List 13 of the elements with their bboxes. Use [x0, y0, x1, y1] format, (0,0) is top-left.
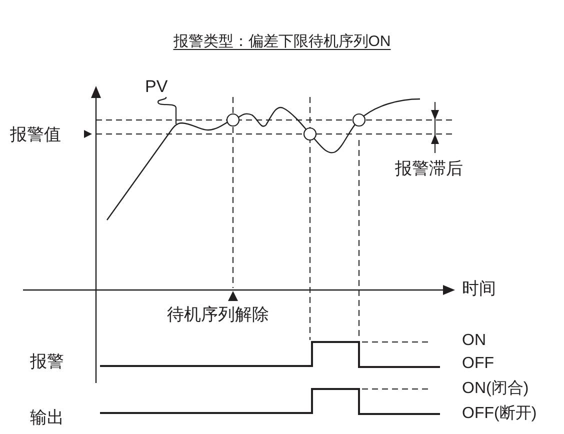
leader-line [157, 96, 177, 124]
chart-title: 报警类型：偏差下限待机序列ON [172, 32, 392, 52]
curve-label: PV [145, 77, 168, 97]
axis-label: 报警 [30, 352, 64, 372]
axis-label: 时间 [462, 279, 496, 299]
axis-label: 报警滞后 [395, 159, 463, 179]
axis-label: ON(闭合) [462, 380, 529, 398]
axis-label: OFF [462, 355, 494, 374]
axis-label: ON [462, 332, 486, 350]
axis-label: OFF(断开) [462, 405, 537, 424]
axis-label: 输出 [30, 408, 64, 428]
axis-label: 待机序列解除 [167, 305, 269, 325]
axis-label: 报警值 [10, 125, 61, 145]
